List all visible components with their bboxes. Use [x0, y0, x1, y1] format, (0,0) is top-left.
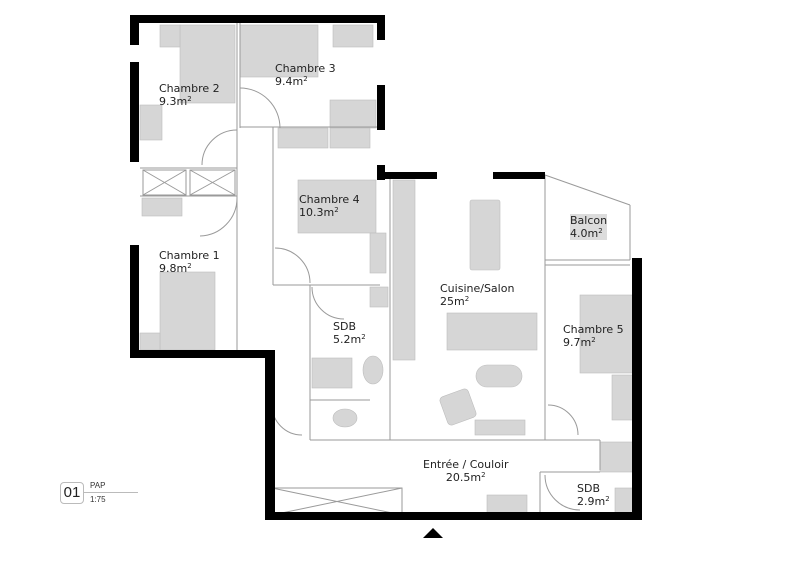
room-label-sdb-1: SDB 5.2m2 [333, 320, 366, 346]
furniture [139, 24, 636, 516]
room-label-chambre-5: Chambre 5 9.7m2 [563, 323, 624, 349]
legend-divider [83, 492, 138, 493]
room-label-chambre-2: Chambre 2 9.3m2 [159, 82, 220, 108]
exterior-walls [130, 15, 642, 520]
room-label-chambre-4: Chambre 4 10.3m2 [299, 193, 360, 219]
partitions [140, 22, 631, 516]
sheet-number-badge: 01 [60, 482, 84, 504]
room-label-chambre-3: Chambre 3 9.4m2 [275, 62, 336, 88]
room-label-entree-couloir: Entrée / Couloir 20.5m2 [423, 458, 509, 484]
plan-scale: 1:75 [90, 495, 106, 504]
room-label-chambre-1: Chambre 1 9.8m2 [159, 249, 220, 275]
plan-title: PAP [90, 481, 106, 490]
room-label-cuisine-salon: Cuisine/Salon 25m2 [440, 282, 515, 308]
room-label-balcon: Balcon 4.0m2 [570, 214, 608, 240]
room-label-sdb-2: SDB 2.9m2 [577, 482, 610, 508]
entrance-marker-icon [423, 528, 443, 538]
